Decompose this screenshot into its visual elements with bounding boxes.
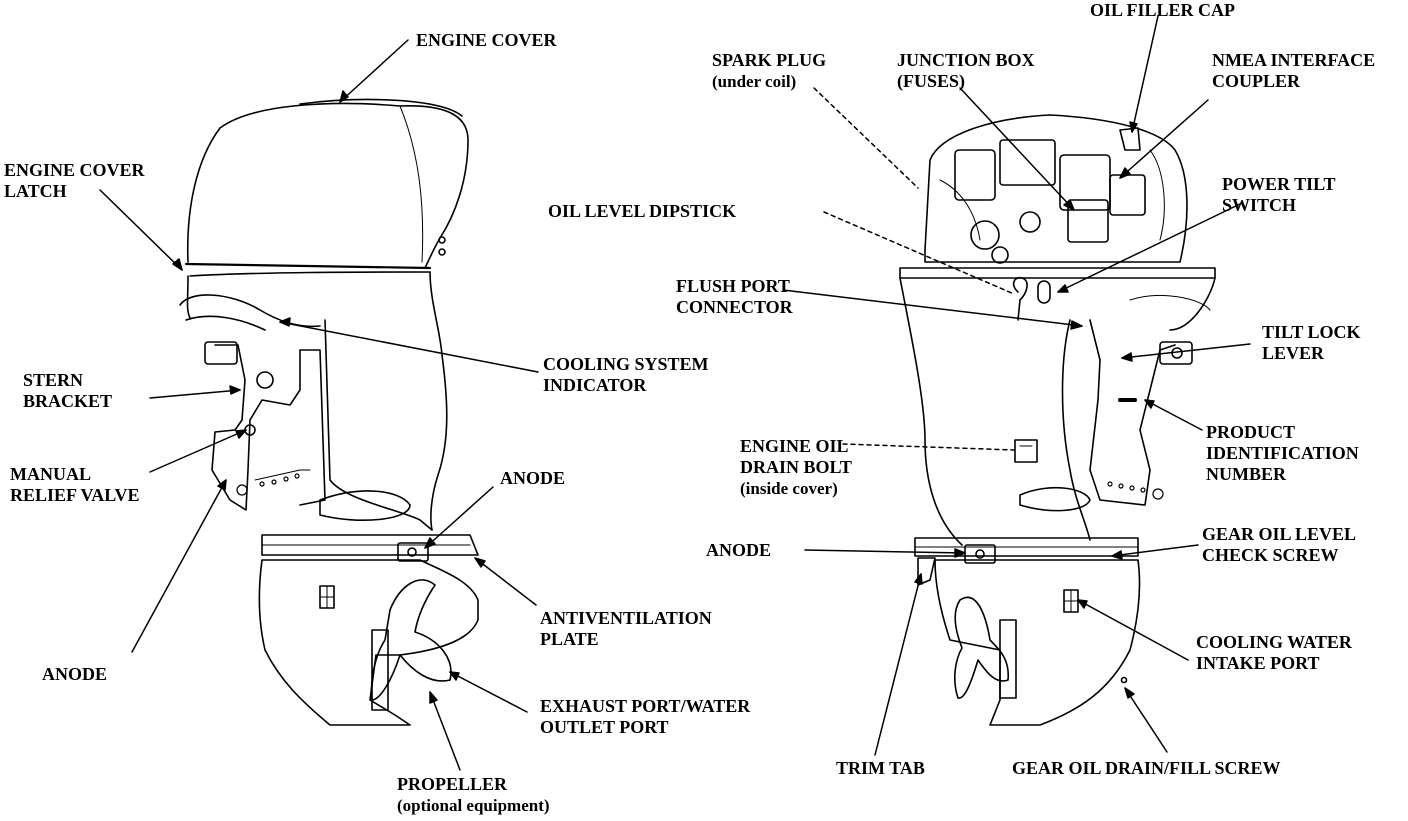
right-stern-bracket [1089, 319, 1176, 506]
label-anode-right: ANODE [706, 540, 772, 560]
left-propeller [370, 579, 452, 701]
label-spark-plug: SPARK PLUG(under coil) [712, 50, 827, 91]
left-gearcase [258, 559, 479, 726]
left-engine [179, 98, 479, 726]
left-stern-bracket [211, 344, 301, 511]
label-engine-cover: ENGINE COVER [416, 30, 557, 50]
label-anode-plate: ANODE [500, 468, 566, 488]
right-gearcase [934, 559, 1141, 726]
label-oil-level-dipstick: OIL LEVEL DIPSTICK [548, 201, 737, 221]
label-anode-bracket: ANODE [42, 664, 108, 684]
leader-lines [99, 15, 1251, 771]
label-oil-filler-cap: OIL FILLER CAP [1090, 0, 1236, 20]
label-trim-tab: TRIM TAB [836, 758, 925, 778]
left-antiventilation-plate [261, 534, 479, 556]
label-propeller: PROPELLER(optional equipment) [397, 774, 550, 815]
right-powerhead [924, 114, 1188, 263]
left-engine-cover [186, 102, 469, 269]
label-gear-oil-drain-fill-screw: GEAR OIL DRAIN/FILL SCREW [1012, 758, 1281, 778]
right-propeller [953, 596, 1010, 699]
label-junction-box: JUNCTION BOX(FUSES) [897, 50, 1035, 91]
right-engine [899, 114, 1216, 726]
right-trim-tab [917, 557, 936, 586]
